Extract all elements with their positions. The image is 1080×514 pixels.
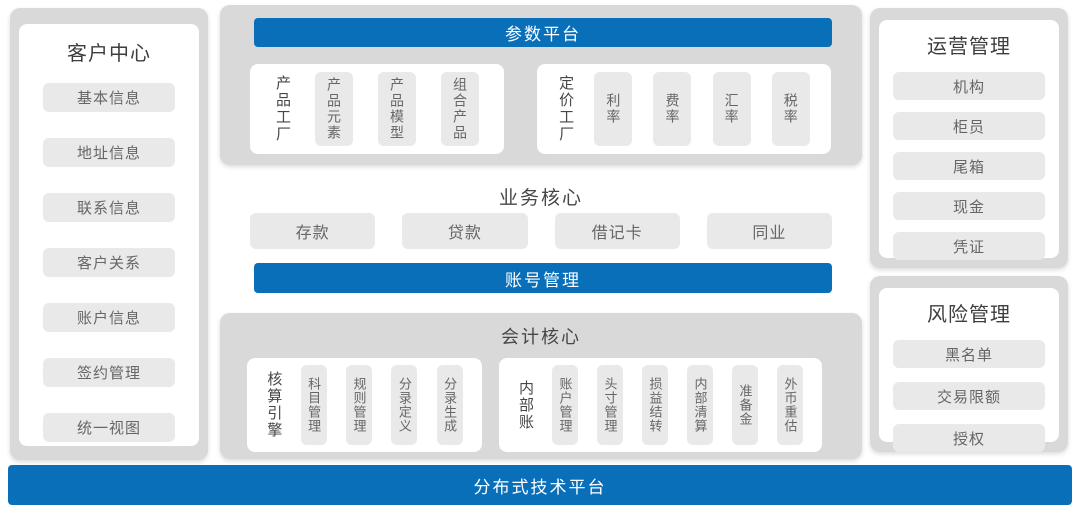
- pricing-factory-card: 定价工厂 利率费率汇率税率: [537, 64, 831, 154]
- accounting-core-cards: 核算引擎 科目管理规则管理分录定义分录生成 内部账 账户管理头寸管理损益结转内部…: [247, 358, 862, 452]
- module-chip: 利率: [594, 72, 633, 146]
- module-chip: 产品模型: [378, 72, 416, 146]
- module-chip: 头寸管理: [597, 365, 623, 445]
- module-chip: 客户关系: [43, 248, 175, 277]
- module-chip: 产品元素: [315, 72, 353, 146]
- customer-center-card: 客户中心 基本信息地址信息联系信息客户关系账户信息签约管理统一视图: [19, 24, 199, 446]
- param-platform-header: 参数平台: [254, 18, 832, 47]
- product-factory-card: 产品工厂 产品元素产品模型组合产品: [250, 64, 504, 154]
- module-chip: 汇率: [712, 72, 751, 146]
- module-chip: 统一视图: [43, 413, 175, 442]
- module-chip: 基本信息: [43, 83, 175, 112]
- module-chip: 联系信息: [43, 193, 175, 222]
- center-column: 参数平台 产品工厂 产品元素产品模型组合产品 定价工厂 利率费率汇率税率 业务核…: [220, 0, 862, 514]
- business-core-chips: 存款贷款借记卡同业: [250, 213, 832, 249]
- risk-items: 黑名单交易限额授权: [893, 340, 1045, 452]
- module-chip: 分录生成: [436, 365, 463, 445]
- business-core-title: 业务核心: [498, 188, 583, 209]
- module-chip: 签约管理: [43, 358, 175, 387]
- module-chip: 科目管理: [300, 365, 327, 445]
- risk-card: 风险管理 黑名单交易限额授权: [879, 288, 1059, 452]
- module-chip: 借记卡: [554, 213, 680, 249]
- internal-account-label: 内部账: [517, 379, 534, 431]
- param-platform-cards: 产品工厂 产品元素产品模型组合产品 定价工厂 利率费率汇率税率: [250, 64, 862, 154]
- module-chip: 准备金: [732, 365, 758, 445]
- accounting-engine-card: 核算引擎 科目管理规则管理分录定义分录生成: [247, 358, 482, 452]
- module-chip: 费率: [653, 72, 692, 146]
- module-chip: 黑名单: [893, 340, 1045, 368]
- module-chip: 授权: [893, 424, 1045, 452]
- module-chip: 内部清算: [687, 365, 713, 445]
- operations-items: 机构柜员尾箱现金凭证: [893, 72, 1045, 260]
- right-column: 运营管理 机构柜员尾箱现金凭证 风险管理 黑名单交易限额授权: [870, 8, 1068, 452]
- module-chip: 同业: [706, 213, 832, 249]
- risk-title: 风险管理: [927, 304, 1011, 326]
- account-management-bar: 账号管理: [254, 263, 832, 293]
- accounting-core-block: 会计核心 核算引擎 科目管理规则管理分录定义分录生成 内部账 账户管理头寸管理损…: [220, 313, 862, 459]
- module-chip: 损益结转: [642, 365, 668, 445]
- module-chip: 地址信息: [43, 138, 175, 167]
- pricing-factory-label: 定价工厂: [557, 75, 575, 143]
- module-chip: 交易限额: [893, 382, 1045, 410]
- distributed-platform-bar: 分布式技术平台: [8, 465, 1072, 505]
- product-factory-label: 产品工厂: [274, 75, 291, 143]
- module-chip: 外币重估: [777, 365, 803, 445]
- operations-title: 运营管理: [927, 36, 1011, 58]
- module-chip: 账户信息: [43, 303, 175, 332]
- module-chip: 组合产品: [441, 72, 479, 146]
- accounting-core-title: 会计核心: [501, 327, 581, 347]
- module-chip: 存款: [250, 213, 376, 249]
- customer-center-items: 基本信息地址信息联系信息客户关系账户信息签约管理统一视图: [43, 83, 175, 442]
- panel-operations-management: 运营管理 机构柜员尾箱现金凭证: [870, 8, 1068, 268]
- accounting-engine-label: 核算引擎: [265, 371, 283, 439]
- module-chip: 尾箱: [893, 152, 1045, 180]
- panel-risk-management: 风险管理 黑名单交易限额授权: [870, 276, 1068, 452]
- param-platform-block: 参数平台 产品工厂 产品元素产品模型组合产品 定价工厂 利率费率汇率税率: [220, 5, 862, 165]
- internal-account-card: 内部账 账户管理头寸管理损益结转内部清算准备金外币重估: [499, 358, 822, 452]
- module-chip: 凭证: [893, 232, 1045, 260]
- operations-card: 运营管理 机构柜员尾箱现金凭证: [879, 20, 1059, 260]
- module-chip: 机构: [893, 72, 1045, 100]
- module-chip: 柜员: [893, 112, 1045, 140]
- module-chip: 规则管理: [345, 365, 372, 445]
- module-chip: 分录定义: [391, 365, 418, 445]
- customer-center-title: 客户中心: [67, 43, 151, 65]
- module-chip: 账户管理: [552, 365, 578, 445]
- module-chip: 税率: [771, 72, 810, 146]
- module-chip: 现金: [893, 192, 1045, 220]
- panel-customer-center: 客户中心 基本信息地址信息联系信息客户关系账户信息签约管理统一视图: [10, 8, 208, 460]
- module-chip: 贷款: [402, 213, 528, 249]
